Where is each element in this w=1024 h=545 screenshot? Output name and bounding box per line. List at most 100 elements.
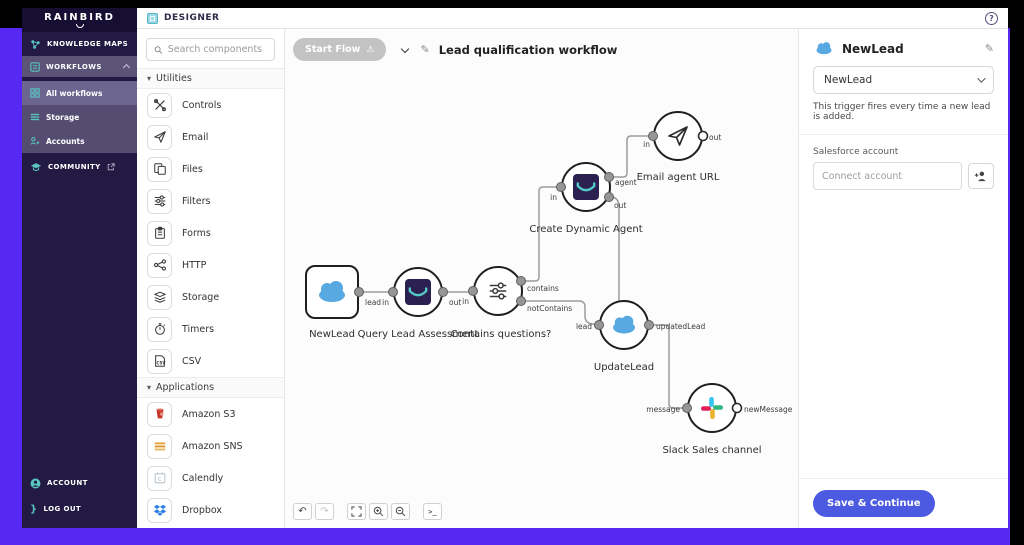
component-label: HTTP (182, 259, 207, 271)
zoom-out-button[interactable] (391, 503, 410, 520)
node-newlead[interactable] (305, 265, 359, 319)
port-label: out (709, 133, 721, 142)
search-icon (154, 45, 163, 54)
files-icon (147, 156, 172, 182)
sidebar-item-knowledge-maps[interactable]: KNOWLEDGE MAPS (22, 32, 137, 56)
node-label: NewLead (309, 329, 355, 340)
component-item-amazon-sns[interactable]: Amazon SNS (137, 430, 284, 462)
search-input[interactable] (167, 44, 267, 55)
port-label: message (646, 405, 680, 414)
rainbird-agent-icon (405, 279, 431, 305)
undo-button[interactable]: ↶ (293, 503, 312, 520)
add-account-button[interactable] (968, 163, 994, 189)
paper-plane-icon (668, 126, 688, 146)
sidebar-item-label: WORKFLOWS (46, 62, 102, 71)
port-label: newMessage (744, 405, 793, 414)
sidebar-item-account[interactable]: ACCOUNT (22, 470, 137, 496)
component-item-files[interactable]: Files (137, 153, 284, 185)
node-label: Contains questions? (451, 329, 552, 340)
connect-account-input[interactable] (813, 162, 962, 190)
component-label: Forms (182, 227, 211, 239)
component-item-email[interactable]: Email (137, 121, 284, 153)
rainbird-agent-icon (573, 174, 599, 200)
section-title: Applications (156, 382, 215, 393)
edit-node-icon[interactable]: ✎ (984, 42, 994, 55)
community-icon (30, 162, 42, 172)
fit-view-button[interactable] (347, 503, 366, 520)
zoom-out-icon (395, 506, 406, 517)
rainbird-logo-smile-icon (75, 23, 84, 28)
component-label: Email (182, 131, 209, 143)
node-create-dynamic-agent[interactable] (561, 162, 611, 212)
salesforce-account-label: Salesforce account (813, 147, 899, 157)
trigger-select[interactable]: NewLead (813, 66, 994, 94)
node-label: Create Dynamic Agent (529, 224, 642, 235)
save-continue-button[interactable]: Save & Continue (813, 490, 935, 517)
section-header-applications[interactable]: ▾ Applications (137, 377, 284, 398)
app-window: RAINBIRD KNOWLEDGE MAPS WORKFLOWS (22, 8, 1008, 528)
workflows-icon (30, 61, 40, 72)
console-button[interactable]: >_ (423, 503, 442, 520)
component-item-storage[interactable]: Storage (137, 281, 284, 313)
sidebar-item-accounts[interactable]: Accounts (22, 129, 137, 153)
component-item-timers[interactable]: Timers (137, 313, 284, 345)
component-item-amazon-s3[interactable]: Amazon S3 (137, 398, 284, 430)
node-contains-questions[interactable] (473, 266, 523, 316)
storage-icon (30, 112, 40, 122)
topbar: DESIGNER ? (137, 8, 1008, 29)
node-slack-sales-channel[interactable] (687, 383, 737, 433)
caret-down-icon: ▾ (147, 74, 152, 83)
knowledge-maps-icon (30, 39, 41, 50)
inspector-spacer (799, 190, 1008, 478)
component-item-calendly[interactable]: C Calendly (137, 462, 284, 494)
chevron-down-icon[interactable] (401, 44, 410, 53)
workflow-title: Lead qualification workflow (438, 42, 618, 57)
component-search[interactable] (146, 38, 275, 61)
sidebar-item-log-out[interactable]: } LOG OUT (22, 496, 137, 522)
inspector-footer: Save & Continue (799, 478, 1008, 528)
component-label: Storage (182, 291, 220, 303)
csv-icon: CSV (147, 348, 172, 374)
component-item-dropbox[interactable]: Dropbox (137, 494, 284, 526)
redo-button[interactable]: ↷ (315, 503, 334, 520)
zoom-in-button[interactable] (369, 503, 388, 520)
node-query-lead-assessment[interactable] (393, 267, 443, 317)
port-label: updatedLead (656, 322, 705, 331)
help-button[interactable]: ? (985, 11, 998, 25)
component-item-controls[interactable]: Controls (137, 89, 284, 121)
dropbox-icon (147, 497, 172, 523)
account-row (813, 162, 994, 190)
topbar-title: DESIGNER (164, 13, 220, 23)
sidebar-item-community[interactable]: COMMUNITY (22, 153, 137, 181)
edit-title-icon[interactable]: ✎ (420, 43, 430, 56)
component-item-forms[interactable]: Forms (137, 217, 284, 249)
inspector-title: NewLead (842, 41, 904, 56)
salesforce-cloud-icon (816, 42, 832, 55)
components-panel: ▾ Utilities Controls Email (137, 29, 285, 528)
node-updatelead[interactable] (599, 300, 649, 350)
section-header-utilities[interactable]: ▾ Utilities (137, 68, 284, 89)
node-email-agent-url[interactable] (653, 111, 703, 161)
workflows-submenu: All workflows Storage Accounts (22, 81, 137, 153)
slack-icon (701, 397, 723, 419)
port-label: in (462, 297, 469, 306)
port-label: out (449, 298, 461, 307)
component-label: CSV (182, 355, 202, 367)
component-item-filters[interactable]: Filters (137, 185, 284, 217)
sidebar-item-label: Storage (46, 112, 80, 122)
start-flow-button[interactable]: Start Flow ⚠ (293, 38, 387, 61)
amazon-s3-icon (147, 401, 172, 427)
salesforce-cloud-icon (613, 315, 635, 334)
workflow-canvas[interactable]: Start Flow ⚠ ✎ Lead qualification workfl… (285, 29, 798, 528)
timers-icon (147, 316, 172, 342)
sidebar-item-all-workflows[interactable]: All workflows (22, 81, 137, 105)
component-item-csv[interactable]: CSV CSV (137, 345, 284, 377)
external-link-icon (107, 163, 115, 171)
component-label: Calendly (182, 472, 224, 484)
port-label: notContains (527, 304, 572, 313)
sidebar: RAINBIRD KNOWLEDGE MAPS WORKFLOWS (22, 8, 137, 528)
component-item-http[interactable]: HTTP (137, 249, 284, 281)
sidebar-item-storage[interactable]: Storage (22, 105, 137, 129)
sidebar-item-workflows[interactable]: WORKFLOWS (22, 56, 137, 77)
